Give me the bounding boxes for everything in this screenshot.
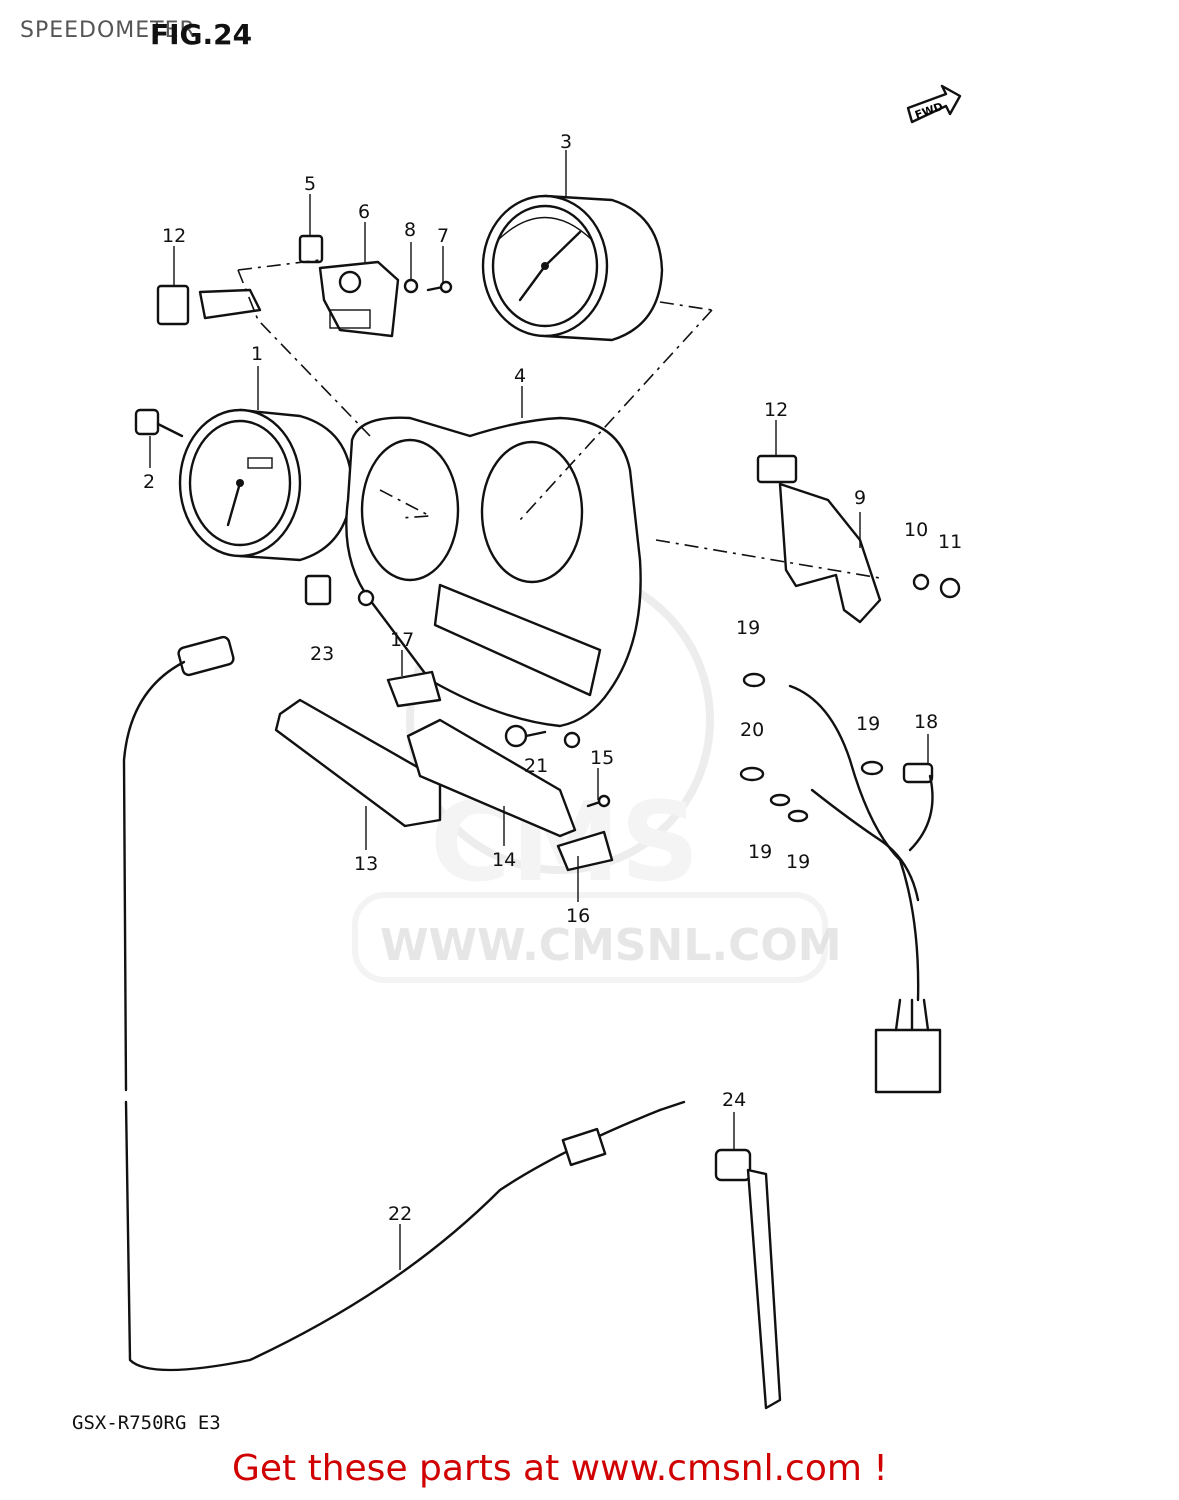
part-16-cushion xyxy=(556,830,614,872)
callout-label: 21 xyxy=(524,755,548,777)
callout-label: 6 xyxy=(358,201,370,223)
page-title: SPEEDOMETER xyxy=(20,18,196,43)
callout-label: 4 xyxy=(514,365,526,387)
part-4-meter-case xyxy=(345,416,642,749)
callout-label: 16 xyxy=(566,905,590,927)
callout-label: 19 xyxy=(856,713,880,735)
part-12-socket-left xyxy=(156,284,262,326)
callout-label: 19 xyxy=(748,841,772,863)
callout-label: 11 xyxy=(938,531,962,553)
part-20-bulb xyxy=(739,766,765,782)
part-3-tachometer xyxy=(481,194,664,342)
callout-label: 15 xyxy=(590,747,614,769)
part-18-bulb-socket xyxy=(902,762,934,784)
callout-label: 19 xyxy=(736,617,760,639)
callout-label: 18 xyxy=(914,711,938,733)
alignment-lines xyxy=(237,259,881,579)
callout-label: 7 xyxy=(437,225,449,247)
part-11-nut xyxy=(939,577,961,599)
callout-label: 24 xyxy=(722,1089,746,1111)
callout-label: 13 xyxy=(354,853,378,875)
fwd-direction-arrow: FWD xyxy=(906,84,962,124)
part-5-cap xyxy=(298,234,324,264)
callout-label: 3 xyxy=(560,131,572,153)
part-6-bracket xyxy=(318,260,400,338)
part-8-washer xyxy=(403,278,419,294)
callout-label: 19 xyxy=(786,851,810,873)
part-17-cushion xyxy=(386,670,442,708)
part-14-indicator-plate xyxy=(406,718,577,838)
part-1-speedometer xyxy=(178,408,354,562)
part-12-socket-right xyxy=(756,454,798,484)
part-24-clamp xyxy=(714,1148,782,1410)
part-10-washer xyxy=(912,573,930,591)
callout-label: 12 xyxy=(162,225,186,247)
model-code: GSX-R750RG E3 xyxy=(72,1412,221,1434)
call-to-action-link[interactable]: Get these parts at www.cmsnl.com ! xyxy=(232,1448,888,1489)
callout-label: 8 xyxy=(404,219,416,241)
figure-label: FIG.24 xyxy=(150,18,253,51)
part-9-stay xyxy=(778,482,882,624)
callout-label: 22 xyxy=(388,1203,412,1225)
part-23-cushion xyxy=(304,574,332,606)
part-7-screw xyxy=(426,280,453,294)
part-22-speedometer-cable xyxy=(122,635,686,1372)
callout-label: 2 xyxy=(143,471,155,493)
callout-label: 10 xyxy=(904,519,928,541)
callout-label: 1 xyxy=(251,343,263,365)
callout-leaders xyxy=(149,150,929,1270)
part-19-bulbs xyxy=(742,672,884,823)
callout-label: 14 xyxy=(492,849,516,871)
part-21-screw xyxy=(504,724,547,748)
part-15-screw xyxy=(586,794,611,808)
callout-label: 9 xyxy=(854,487,866,509)
callout-label: 5 xyxy=(304,173,316,195)
part-13-indicator-housing xyxy=(274,698,442,828)
callout-label: 20 xyxy=(740,719,764,741)
wiring-harness xyxy=(788,684,942,1094)
callout-labels: 1 2 3 4 5 6 7 8 9 10 11 12 12 13 14 15 1… xyxy=(143,131,962,1225)
callout-label: 23 xyxy=(310,643,334,665)
callout-label: 12 xyxy=(764,399,788,421)
callout-label: 17 xyxy=(390,629,414,651)
part-2-trip-knob xyxy=(134,408,184,438)
